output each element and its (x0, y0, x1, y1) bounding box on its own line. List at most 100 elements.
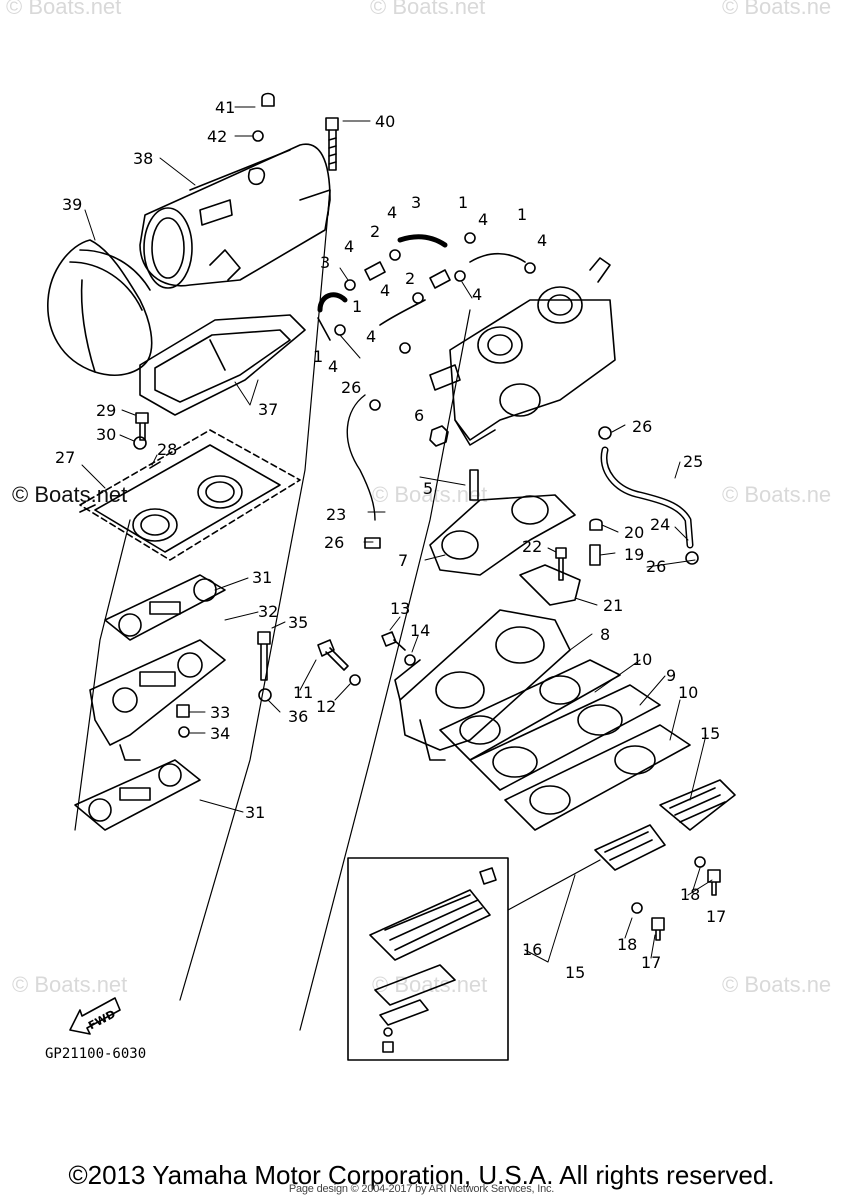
callout-2-b: 2 (405, 269, 415, 288)
callout-7: 7 (398, 551, 408, 570)
bolt-35-part (257, 631, 271, 681)
callout-22: 22 (522, 537, 542, 556)
callout-26-a: 26 (341, 378, 361, 397)
callout-13: 13 (390, 599, 410, 618)
callout-42: 42 (207, 127, 227, 146)
callout-5: 5 (423, 479, 433, 498)
washer-18-left-part (631, 902, 643, 914)
cap-41-part (261, 92, 275, 107)
fwd-arrow (69, 997, 121, 1035)
watermark-low-left: © Boats.net (12, 972, 128, 997)
callout-11: 11 (293, 683, 313, 702)
callout-26-d: 26 (646, 557, 666, 576)
callout-35: 35 (288, 613, 308, 632)
clip-26-d-part (685, 551, 699, 565)
washer-14-part (404, 654, 416, 666)
intake-boot-part (47, 239, 153, 376)
gasket-31-upper-part (104, 574, 226, 641)
callout-4-e: 4 (380, 281, 390, 300)
callout-1-d: 1 (313, 347, 323, 366)
callout-15-b: 15 (565, 963, 585, 982)
callout-2-a: 2 (370, 222, 380, 241)
callout-40: 40 (375, 112, 395, 131)
watermark-mid-center: © Boats.net (372, 482, 488, 507)
callout-23: 23 (326, 505, 346, 524)
copyright-notice: ©2013 Yamaha Motor Corporation, U.S.A. A… (68, 1160, 775, 1190)
callout-37: 37 (258, 400, 278, 419)
callout-10-b: 10 (678, 683, 698, 702)
watermark-top-left: © Boats.net (6, 0, 122, 19)
callout-4-g: 4 (366, 327, 376, 346)
callout-17-b: 17 (641, 953, 661, 972)
callout-labels: 41 42 40 38 39 37 29 30 27 28 31 32 35 3… (55, 98, 726, 982)
callout-29: 29 (96, 401, 116, 420)
washer-36-part (258, 688, 272, 702)
watermark-top-center: © Boats.net (370, 0, 486, 19)
intake-manifold-8-part (394, 609, 571, 761)
callout-30: 30 (96, 425, 116, 444)
callout-1-c: 1 (352, 297, 362, 316)
callout-34: 34 (210, 724, 230, 743)
bolt-29-part (135, 412, 149, 441)
page-design-notice: Page design © 2004-2017 by ARI Network S… (288, 1183, 555, 1195)
callout-1-b: 1 (517, 205, 527, 224)
callout-1-a: 1 (458, 193, 468, 212)
cap-20-part (589, 518, 603, 531)
callout-4-b: 4 (478, 210, 488, 229)
cover-plate-27-part (79, 429, 301, 561)
reed-valve-inset-16-part (347, 857, 509, 1061)
fitting-19-part (589, 544, 601, 566)
callout-3-a: 3 (411, 193, 421, 212)
reed-plate-9-part (469, 684, 661, 791)
bolt-17-left-part (651, 917, 665, 941)
callout-33: 33 (210, 703, 230, 722)
plate-32-part (89, 639, 226, 761)
callout-9: 9 (666, 666, 676, 685)
washer-42-part (252, 130, 264, 142)
callout-16: 16 (522, 940, 542, 959)
washer-34-part (178, 726, 190, 738)
hose-25-inner (602, 448, 692, 547)
callout-27: 27 (55, 448, 75, 467)
clip-26-a-part (369, 399, 381, 411)
callout-36: 36 (288, 707, 308, 726)
hose-23-part (346, 394, 376, 521)
watermark-low-right: © Boats.ne (722, 972, 832, 997)
callout-3-b: 3 (320, 253, 330, 272)
gasket-10-lower-part (504, 724, 691, 831)
callout-4-c: 4 (537, 231, 547, 250)
gasket-31-lower-part (74, 759, 201, 831)
callout-4-a: 4 (387, 203, 397, 222)
callout-12: 12 (316, 697, 336, 716)
callout-38: 38 (133, 149, 153, 168)
callout-39: 39 (62, 195, 82, 214)
gasket-37-part (139, 314, 306, 416)
bolt-40-part (325, 117, 339, 171)
callout-32: 32 (258, 602, 278, 621)
gasket-10-upper-part (439, 659, 621, 761)
callout-14: 14 (410, 621, 430, 640)
washer-18-right-part (694, 856, 706, 868)
callout-18-a: 18 (680, 885, 700, 904)
part-number-label: GP21100-6030 (45, 1046, 147, 1062)
callout-25: 25 (683, 452, 703, 471)
callout-21: 21 (603, 596, 623, 615)
gasket-7-part (429, 494, 576, 576)
screw-28-part (79, 461, 161, 513)
hose-clips-4-part (334, 232, 536, 354)
callout-4-d: 4 (344, 237, 354, 256)
bolt-13-part (381, 631, 406, 651)
nut-6-part (429, 425, 449, 447)
callout-18-b: 18 (617, 935, 637, 954)
bracket-21-part (519, 564, 581, 606)
callout-31-lower: 31 (245, 803, 265, 822)
leader-lines (81, 106, 713, 963)
carburetor-assembly-part (429, 257, 616, 446)
callout-10-a: 10 (632, 650, 652, 669)
assembly-line-gaskets (74, 519, 131, 831)
callout-41: 41 (215, 98, 235, 117)
clip-26-b-part (364, 537, 381, 549)
callout-15-a: 15 (700, 724, 720, 743)
